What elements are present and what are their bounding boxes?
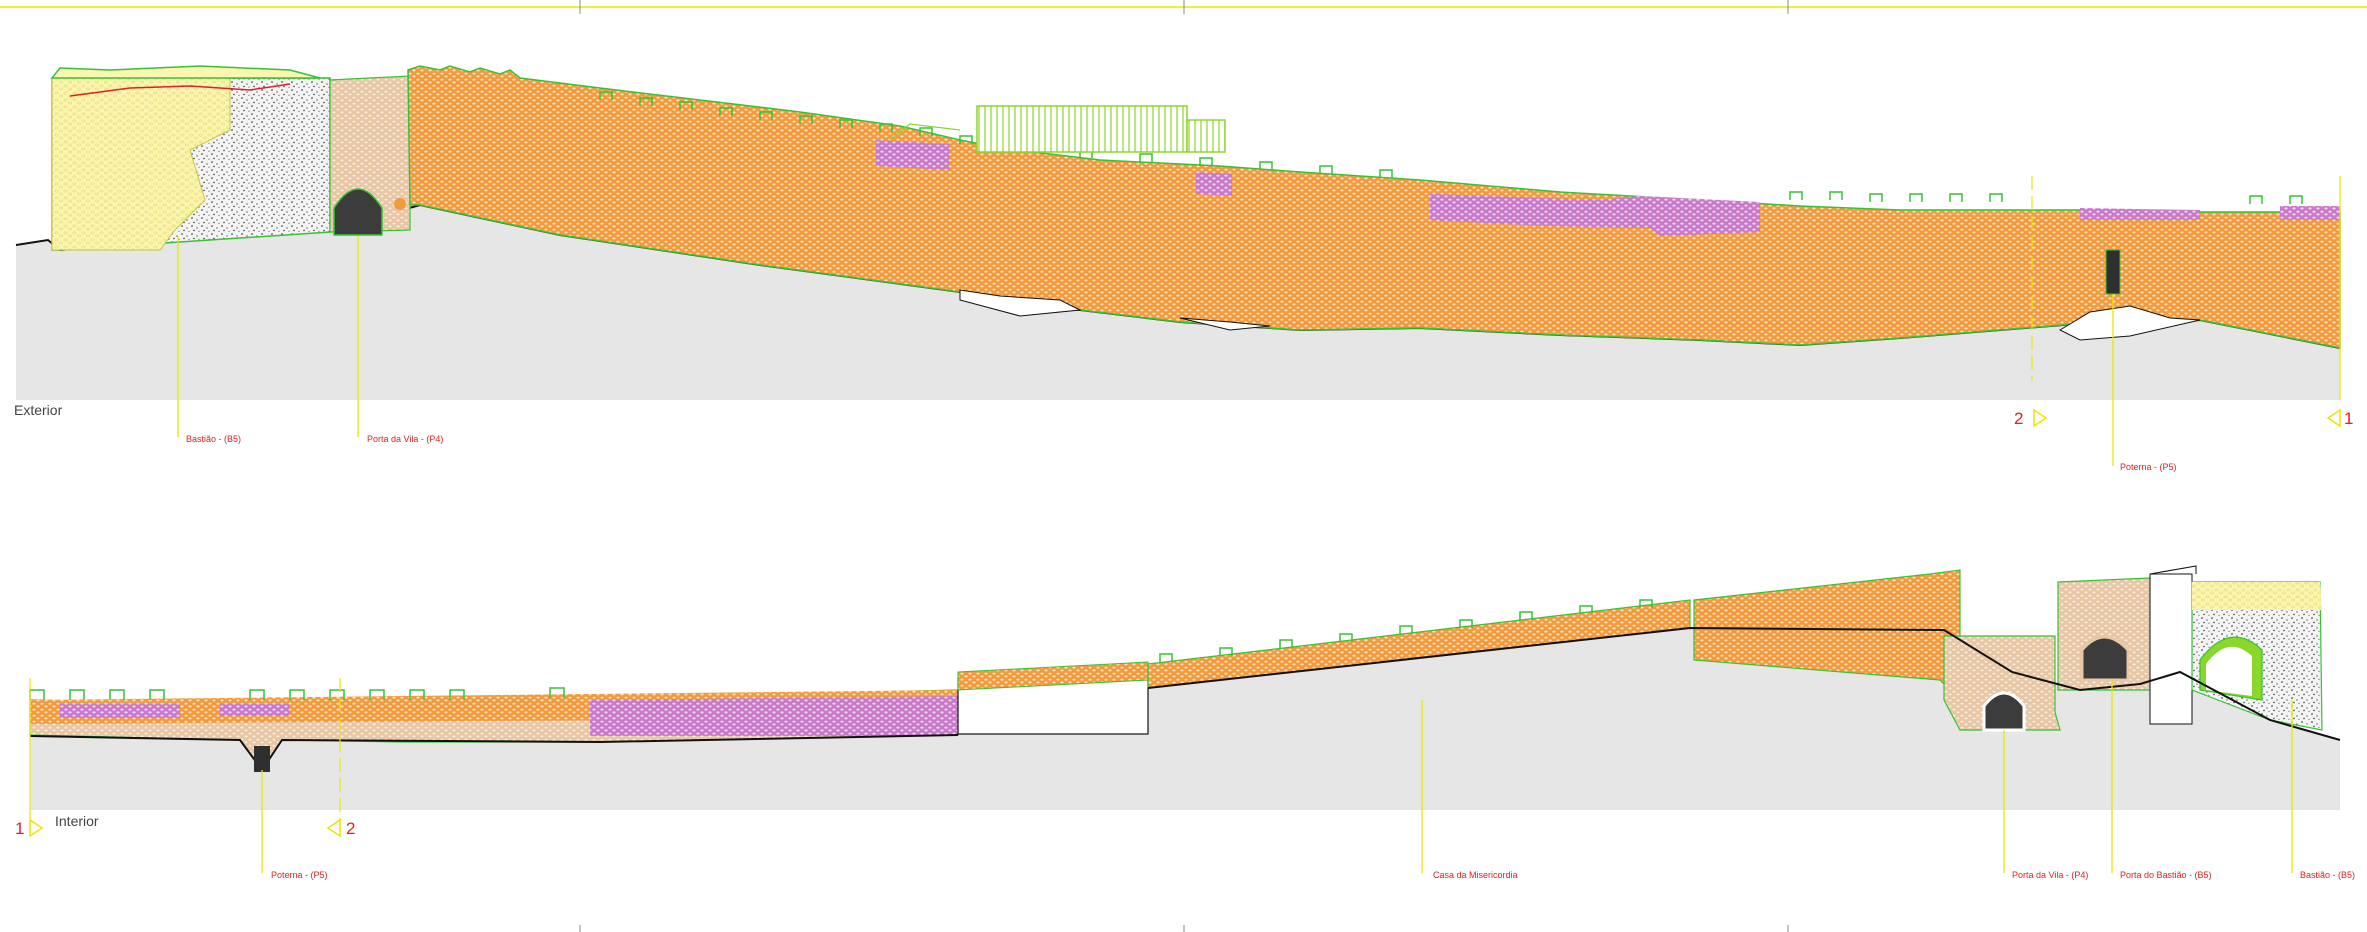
label-bastiao-exterior: Bastião - (B5): [186, 434, 241, 444]
interior-marker-1: 1: [15, 819, 24, 838]
interior-leaders: [261, 680, 2293, 873]
label-porta-da-vila-interior: Porta da Vila - (P4): [2012, 870, 2088, 880]
section-marker-2-triangle: [2033, 408, 2048, 428]
exterior-marker-2: 2: [2014, 409, 2023, 428]
exterior-title: Exterior: [14, 402, 63, 418]
label-porta-do-bastiao: Porta do Bastião - (B5): [2120, 870, 2212, 880]
label-casa-da-misericordia: Casa da Misericordia: [1433, 870, 1518, 880]
exterior-elevation: [15, 65, 2341, 400]
interior-title: Interior: [55, 813, 99, 829]
interior-porta-da-vila-opening: [1982, 691, 2026, 732]
interior-ground: [30, 628, 2340, 810]
section-marker-1-interior-triangle: [29, 818, 44, 838]
exterior-background-building: [976, 105, 1188, 153]
interior-marker-2: 2: [346, 819, 355, 838]
interior-elevation: [29, 565, 2341, 828]
label-bastiao-interior: Bastião - (B5): [2300, 870, 2355, 880]
interior-porta-da-vila-tower: [1943, 635, 2061, 731]
exterior-ground: [16, 205, 2340, 400]
label-poterna-interior: Poterna - (P5): [271, 870, 328, 880]
exterior-porta-da-vila-opening: [333, 188, 383, 236]
label-poterna-exterior: Poterna - (P5): [2120, 462, 2177, 472]
interior-poterna-opening: [254, 746, 270, 772]
interior-porta-bastiao-opening: [2080, 635, 2130, 682]
exterior-leaders: [177, 236, 2114, 466]
label-porta-da-vila-exterior: Porta da Vila - (P4): [367, 434, 443, 444]
exterior-repair-patch: [876, 140, 950, 170]
section-marker-1-triangle: [2326, 408, 2341, 428]
exterior-marker-1: 1: [2344, 409, 2353, 428]
section-marker-2-interior-triangle: [326, 818, 341, 838]
exterior-poterna-opening: [2105, 249, 2121, 295]
